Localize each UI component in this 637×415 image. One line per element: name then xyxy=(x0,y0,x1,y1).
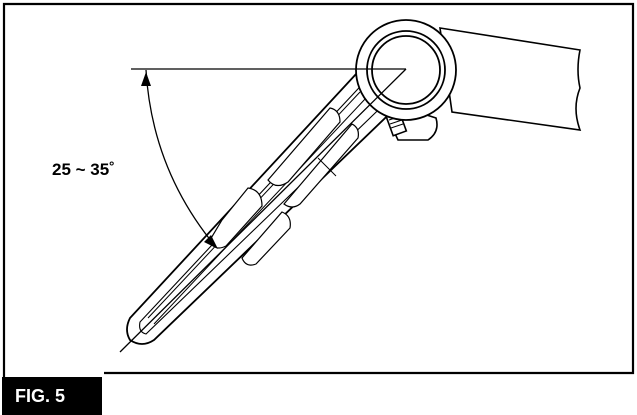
figure-border xyxy=(2,2,635,377)
angle-range-label: 25 ~ 35˚ xyxy=(52,160,115,179)
figure-tag: FIG. 5 xyxy=(2,377,102,415)
arc-arrowheads xyxy=(141,72,218,249)
handlebar-tube xyxy=(439,27,582,131)
lever-arm xyxy=(126,44,408,345)
angle-arc xyxy=(145,69,217,248)
lever-axis-line xyxy=(119,68,407,353)
pivot-ring xyxy=(355,19,457,121)
